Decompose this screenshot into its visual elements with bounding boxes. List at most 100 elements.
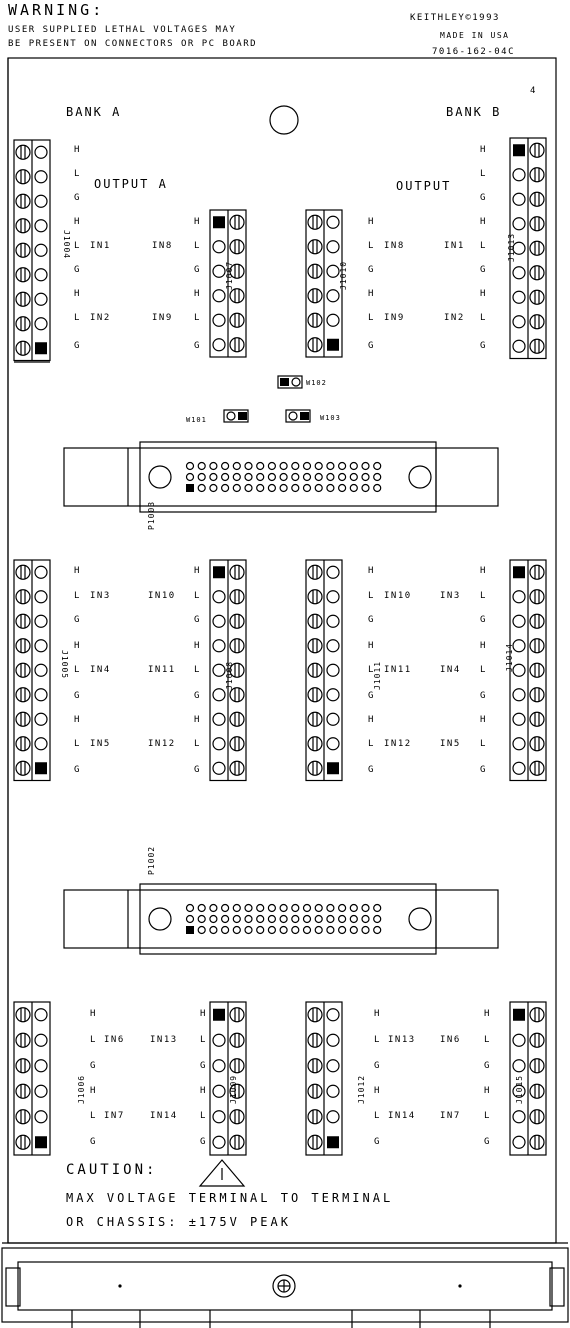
terminal-screw — [229, 337, 245, 353]
connector-j1006-label: J1006 — [77, 1074, 86, 1104]
pin-label: G — [484, 1137, 491, 1147]
terminal-hole — [212, 240, 226, 254]
ribbon-pin — [291, 483, 300, 493]
ribbon-pin — [232, 914, 241, 924]
pin-label: H — [368, 289, 375, 299]
terminal-screw — [529, 736, 545, 752]
terminal-screw — [529, 240, 545, 256]
pin-label: H — [368, 566, 375, 576]
ribbon-pin — [232, 472, 241, 482]
ribbon-pin — [291, 925, 300, 935]
terminal-screw — [15, 340, 31, 356]
ribbon-pin — [221, 925, 230, 935]
ribbon-connector-frame — [63, 889, 499, 949]
part-number: 7016-162-04C — [432, 47, 516, 57]
ribbon-pin — [256, 914, 265, 924]
terminal-hole — [512, 315, 526, 329]
jumper-w102 — [277, 375, 303, 389]
terminal-hole — [512, 1110, 526, 1124]
ribbon-pin — [338, 903, 347, 913]
terminal-hole — [34, 268, 48, 282]
terminal-screw — [229, 239, 245, 255]
terminal-screw — [307, 1134, 323, 1150]
pin-label: L — [480, 169, 487, 179]
ribbon-pin — [338, 914, 347, 924]
pin-label: H — [368, 641, 375, 651]
ribbon-pin — [291, 903, 300, 913]
terminal-screw — [229, 1134, 245, 1150]
terminal-hole — [34, 1059, 48, 1073]
ribbon-pin — [221, 914, 230, 924]
terminal-hole — [326, 1110, 340, 1124]
terminal-hole — [34, 639, 48, 653]
terminal-screw — [529, 289, 545, 305]
pin-label: L — [200, 1111, 207, 1121]
input-label: IN5 — [90, 739, 111, 749]
terminal-hole — [212, 313, 226, 327]
ribbon-pin — [267, 483, 276, 493]
pin-label: G — [480, 193, 487, 203]
terminal-hole — [512, 1033, 526, 1047]
connector-j1009-label: J1009 — [229, 1074, 238, 1104]
terminal-screw — [307, 214, 323, 230]
terminal-hole — [212, 1033, 226, 1047]
ribbon-pin — [267, 903, 276, 913]
jumper-hole — [288, 411, 298, 421]
input-label: IN11 — [384, 665, 412, 675]
mounting-rail-inner — [17, 1261, 553, 1311]
input-label: IN8 — [152, 241, 173, 251]
connector-j1005-label: J1005 — [60, 650, 69, 680]
ribbon-pin — [279, 461, 288, 471]
ribbon-pin — [361, 914, 370, 924]
ribbon-pin — [197, 461, 206, 471]
terminal-hole — [512, 737, 526, 751]
pin-label: G — [194, 265, 201, 275]
terminal-screw — [15, 613, 31, 629]
ribbon-pin — [279, 483, 288, 493]
pin-label: G — [480, 615, 487, 625]
pin-label: H — [480, 217, 487, 227]
terminal-hole — [326, 614, 340, 628]
pin-label: H — [74, 217, 81, 227]
terminal-hole — [512, 168, 526, 182]
ribbon-pin — [349, 903, 358, 913]
rail-rivet — [118, 1284, 122, 1288]
terminal-hole — [326, 264, 340, 278]
ribbon-pin — [373, 483, 382, 493]
terminal-screw — [529, 1007, 545, 1023]
terminal-hole — [512, 339, 526, 353]
pin-label: L — [368, 739, 375, 749]
caution-line-1: MAX VOLTAGE TERMINAL TO TERMINAL — [66, 1191, 394, 1205]
jumper-pin — [300, 412, 309, 420]
ribbon-pin — [373, 461, 382, 471]
ribbon-pin — [349, 925, 358, 935]
terminal-hole — [512, 290, 526, 304]
pin-label: L — [368, 665, 375, 675]
terminal-hole — [212, 1084, 226, 1098]
terminal-screw — [307, 1083, 323, 1099]
terminal-screw — [229, 711, 245, 727]
pin-label: H — [194, 715, 201, 725]
maker-copyright: KEITHLEY©1993 — [410, 13, 500, 23]
mounting-hole — [269, 105, 299, 135]
ribbon-pin — [314, 925, 323, 935]
terminal-screw — [229, 312, 245, 328]
pin-label: L — [194, 313, 201, 323]
terminal-hole — [326, 737, 340, 751]
ribbon-pin — [349, 483, 358, 493]
terminal-screw — [15, 1109, 31, 1125]
terminal-screw — [15, 144, 31, 160]
input-label: IN9 — [384, 313, 405, 323]
rail-end-tab — [549, 1267, 565, 1307]
ribbon-pin — [256, 903, 265, 913]
ribbon-pin — [361, 483, 370, 493]
pin-label: L — [90, 1111, 97, 1121]
terminal-screw — [529, 216, 545, 232]
pin-1-marker — [327, 338, 339, 351]
terminal-hole — [34, 1008, 48, 1022]
terminal-screw — [529, 338, 545, 354]
terminal-hole — [326, 663, 340, 677]
terminal-screw — [229, 736, 245, 752]
pin-label: H — [74, 641, 81, 651]
ribbon-latch-hole — [148, 907, 172, 931]
